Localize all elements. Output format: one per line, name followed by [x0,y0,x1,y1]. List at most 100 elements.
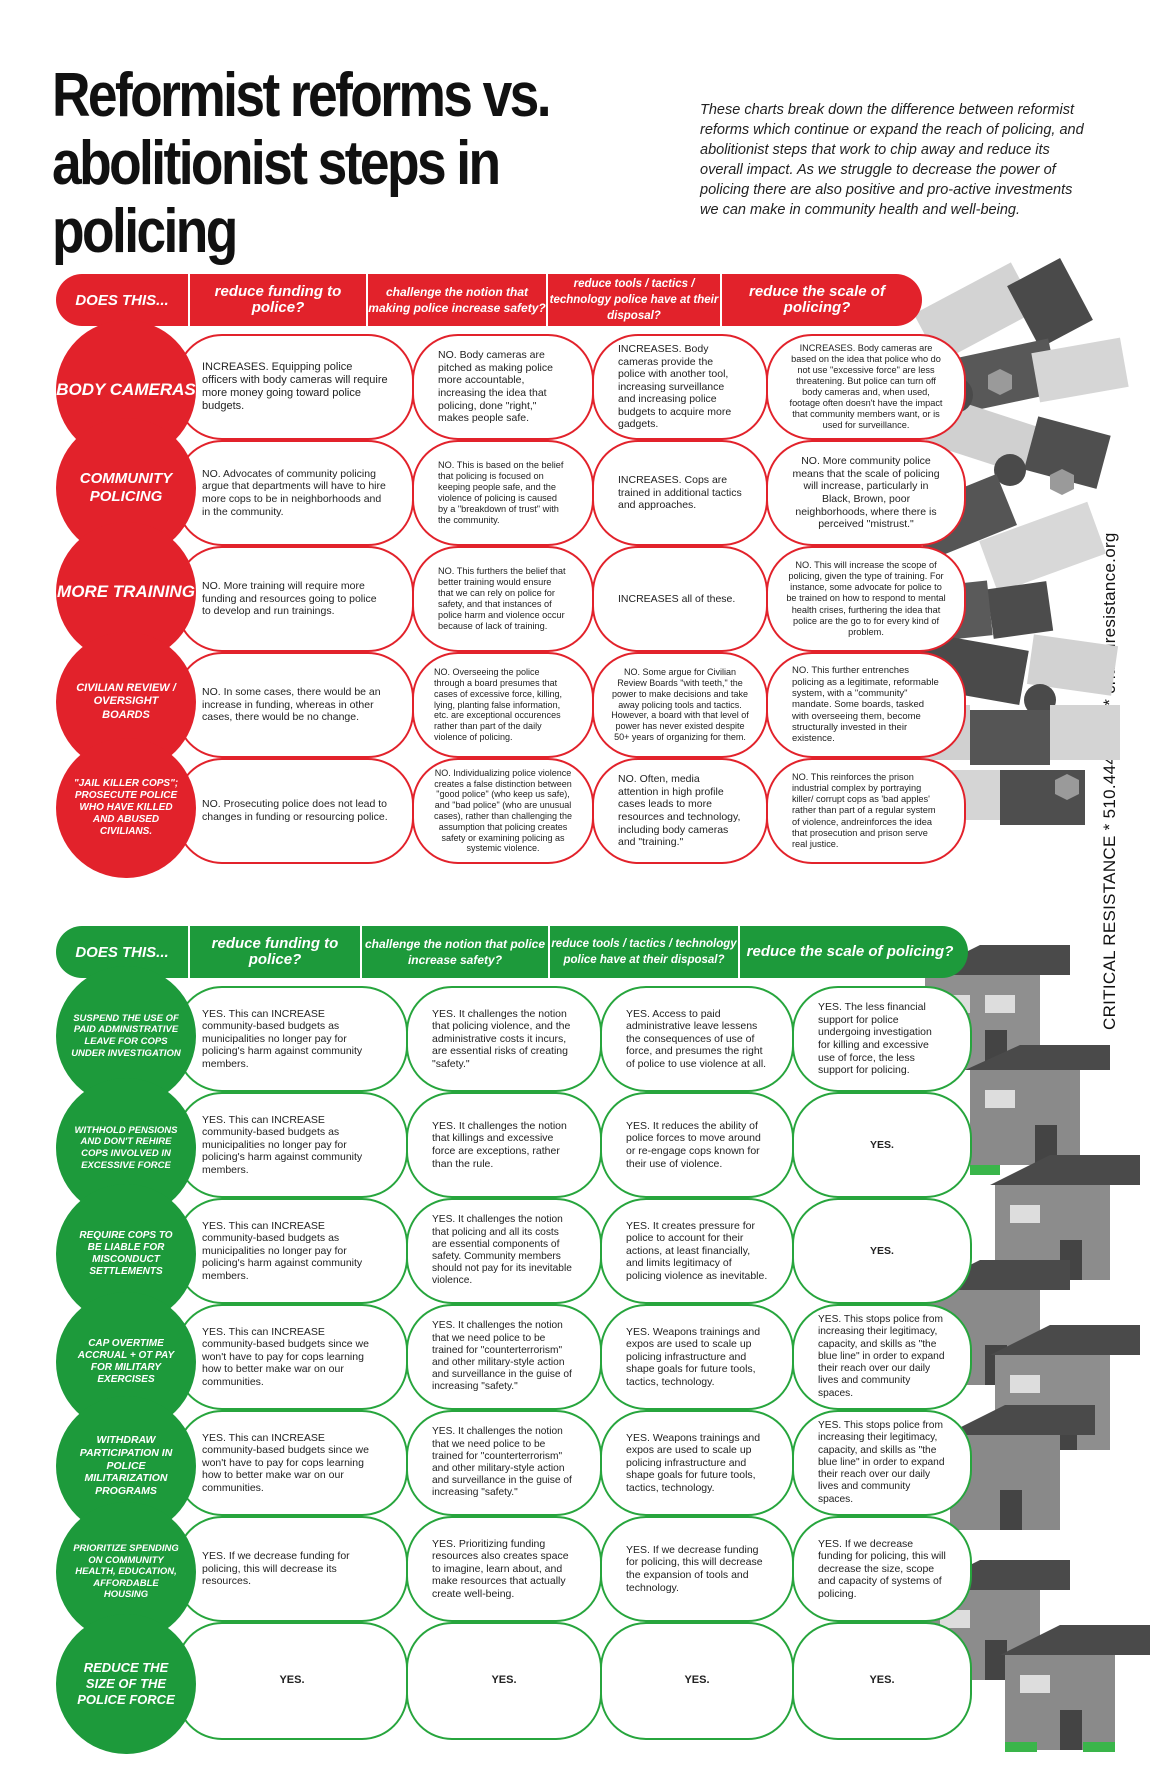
table-cell: INCREASES all of these. [592,546,768,652]
table-cell: YES. This can INCREASE community-based b… [176,1410,408,1516]
table-cell: YES. [176,1622,408,1740]
table-cell: NO. This will increase the scope of poli… [766,546,966,652]
table-cell: YES. This stops police from increasing t… [792,1304,972,1410]
table-cell: NO. Overseeing the police through a boar… [412,652,594,758]
cell-text: NO. This will increase the scope of poli… [786,560,946,637]
table-cell: YES. This can INCREASE community-based b… [176,986,408,1092]
cell-text: YES. It challenges the notion that we ne… [432,1426,572,1499]
table-cell: YES. If we decrease funding for policing… [792,1516,972,1622]
sidebar-contact: CRITICAL RESISTANCE * 510.444.0484 * cri… [1100,532,1119,1030]
cell-text: NO. More training will require more fund… [202,580,377,618]
cell-text: YES. This can INCREASE community-based b… [202,1007,363,1070]
table-cell: YES. It challenges the notion that polic… [406,986,602,1092]
table-cell: INCREASES. Body cameras are based on the… [766,334,966,440]
cell-text: YES. This can INCREASE community-based b… [202,1431,369,1494]
table-cell: YES. Weapons trainings and expos are use… [600,1410,794,1516]
cell-text: NO. Prosecuting police does not lead to … [202,798,388,823]
cell-text: YES. The less financial support for poli… [818,1001,932,1077]
table-cell: YES. [406,1622,602,1740]
table-cell: YES. It challenges the notion that polic… [406,1198,602,1304]
header-divider [366,274,368,326]
header-divider [546,274,548,326]
cell-text: YES. [870,1138,894,1151]
cell-text: NO. Often, media attention in high profi… [618,773,741,849]
abolitionist-col-tools: reduce tools / tactics / technology poli… [551,938,737,966]
header-divider [360,926,362,978]
cell-text: YES. If we decrease funding for policing… [818,1537,946,1600]
row-label: COMMUNITY POLICING [56,418,196,558]
table-cell: YES. [792,1622,972,1740]
table-cell: NO. This further entrenches policing as … [766,652,966,758]
cell-text: YES. It challenges the notion that polic… [432,1214,572,1287]
table-cell: NO. More community police means that the… [766,440,966,546]
cell-text: INCREASES. Body cameras provide the poli… [618,342,732,431]
table-cell: YES. Weapons trainings and expos are use… [600,1304,794,1410]
table-cell: YES. It challenges the notion that we ne… [406,1410,602,1516]
header-divider [548,926,550,978]
reformist-col-tools: reduce tools / tactics / technology poli… [549,278,719,322]
table-cell: INCREASES. Equipping police officers wit… [176,334,414,440]
table-cell: NO. In some cases, there would be an inc… [176,652,414,758]
cell-text: YES. It challenges the notion that we ne… [432,1320,572,1393]
cell-text: NO. Overseeing the police through a boar… [434,667,563,742]
cell-text: NO. More community police means that the… [792,455,940,531]
cell-text: YES. [491,1674,517,1687]
reformist-col-safety: challenge the notion that making police … [368,285,546,315]
cell-text: YES. Prioritizing funding resources also… [432,1537,569,1600]
table-cell: NO. Some argue for Civilian Review Board… [592,652,768,758]
cell-text: NO. This reinforces the prison industria… [792,772,936,849]
cell-text: NO. Body cameras are pitched as making p… [438,349,553,425]
abolitionist-col-scale: reduce the scale of policing? [746,943,954,960]
row-label: "JAIL KILLER COPS"; PROSECUTE POLICE WHO… [56,738,196,878]
cell-text: YES. This can INCREASE community-based b… [202,1113,363,1176]
table-cell: NO. Advocates of community policing argu… [176,440,414,546]
cell-text: YES. It challenges the notion that killi… [432,1119,567,1170]
table-cell: YES. It creates pressure for police to a… [600,1198,794,1304]
cell-text: YES. It challenges the notion that polic… [432,1007,571,1070]
cell-text: YES. Access to paid administrative leave… [626,1007,767,1070]
reformist-col-scale: reduce the scale of policing? [749,283,885,316]
cell-text: NO. Individualizing police violence crea… [433,767,573,854]
cell-text: NO. This is based on the belief that pol… [438,459,564,526]
cell-text: INCREASES. Body cameras are based on the… [789,342,943,431]
cell-text: YES. This can INCREASE community-based b… [202,1219,363,1282]
cell-text: YES. It creates pressure for police to a… [626,1219,768,1282]
abolitionist-header: DOES THIS... reduce funding to police? c… [56,926,968,978]
cell-text: YES. Weapons trainings and expos are use… [626,1431,761,1494]
cell-text: YES. [870,1244,894,1257]
cell-text: NO. Advocates of community policing argu… [202,467,386,518]
cell-text: YES. This stops police from increasing t… [818,1420,945,1505]
header-divider [720,274,722,326]
table-cell: NO. Individualizing police violence crea… [412,758,594,864]
table-cell: YES. It challenges the notion that killi… [406,1092,602,1198]
cell-text: YES. [869,1674,895,1687]
table-cell: NO. This furthers the belief that better… [412,546,594,652]
table-cell: NO. Often, media attention in high profi… [592,758,768,864]
abolitionist-header-label: DOES THIS... [75,943,169,961]
header-divider [738,926,740,978]
table-cell: YES. [792,1198,972,1304]
table-cell: YES. [600,1622,794,1740]
table-cell: YES. It challenges the notion that we ne… [406,1304,602,1410]
table-cell: YES. This stops police from increasing t… [792,1410,972,1516]
header-divider [188,274,190,326]
row-label: REDUCE THE SIZE OF THE POLICE FORCE [56,1614,196,1754]
table-cell: YES. If we decrease funding for policing… [176,1516,408,1622]
table-cell: INCREASES. Cops are trained in additiona… [592,440,768,546]
table-cell: YES. If we decrease funding for policing… [600,1516,794,1622]
reformist-header-label: DOES THIS... [75,291,169,309]
table-cell: NO. Prosecuting police does not lead to … [176,758,414,864]
header-divider [188,926,190,978]
table-cell: INCREASES. Body cameras provide the poli… [592,334,768,440]
cell-text: YES. This can INCREASE community-based b… [202,1325,369,1388]
table-cell: YES. This can INCREASE community-based b… [176,1198,408,1304]
cell-text: YES. If we decrease funding for policing… [202,1550,350,1588]
cell-text: INCREASES. Equipping police officers wit… [202,360,388,413]
table-cell: YES. This can INCREASE community-based b… [176,1092,408,1198]
intro-text: These charts break down the difference b… [700,102,1084,218]
cell-text: NO. In some cases, there would be an inc… [202,686,381,724]
cell-text: NO. Some argue for Civilian Review Board… [611,667,749,742]
cell-text: YES. It reduces the ability of police fo… [626,1119,761,1170]
cell-text: YES. If we decrease funding for policing… [626,1543,763,1594]
reformist-col-funding: reduce funding to police? [214,283,342,316]
